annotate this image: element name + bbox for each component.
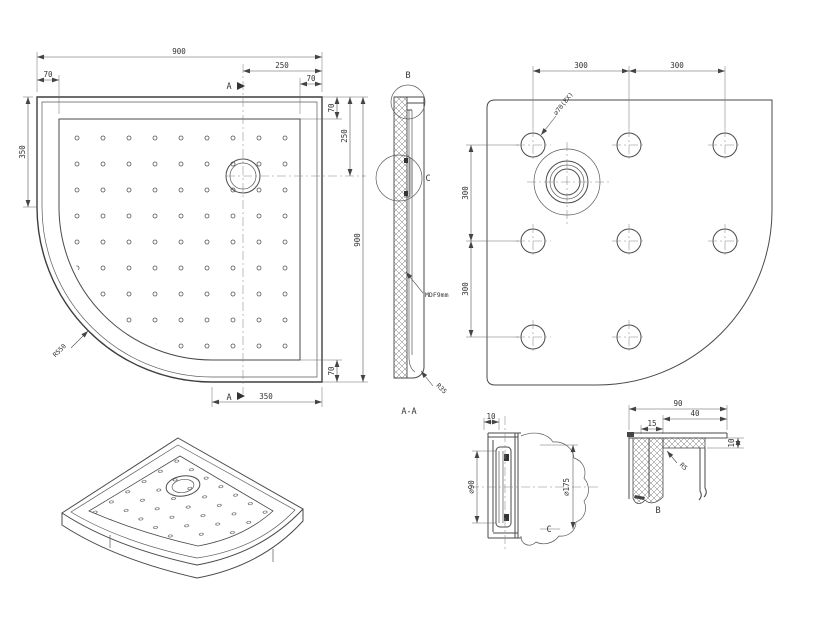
detailb-wall-hatch <box>632 437 664 504</box>
detailb-title: B <box>655 506 660 516</box>
bottom-drain <box>527 142 610 225</box>
dim-70-topright: 70 <box>306 74 316 83</box>
dim-350-bottom: 350 <box>259 392 273 401</box>
dim-overall-width: 900 <box>172 47 186 56</box>
iso-view <box>61 437 304 579</box>
iso-rim-line <box>70 444 296 559</box>
dim-300-left-1: 300 <box>461 186 470 200</box>
plan-rim-line <box>41 101 318 378</box>
detailb-dim-90: 90 <box>673 399 683 408</box>
section-arrow-bottom <box>237 392 245 400</box>
radius-r550-label: R550 <box>51 342 68 359</box>
detailc-title: C <box>546 525 551 535</box>
plan-ext-lines-right <box>300 96 368 383</box>
drain-clip-bottom <box>404 191 408 196</box>
detail-c-view: 10 ⌀90 ⌀175 C <box>467 412 600 550</box>
detailb-dim-10: 10 <box>727 438 736 448</box>
dim-70-right-bottom: 70 <box>327 366 336 376</box>
bottom-ext-left <box>466 144 519 338</box>
iso-side-wall <box>61 509 304 579</box>
detail-b-view: 90 40 15 10 R5 B <box>627 399 744 516</box>
detailb-front-face <box>698 448 707 501</box>
detailb-acrylic-top <box>629 432 728 439</box>
iso-floor <box>88 455 274 547</box>
detailb-dim-15: 15 <box>647 419 656 428</box>
dim-overall-height: 900 <box>353 233 362 247</box>
detailb-ext-top <box>628 405 728 434</box>
material-note: MDF9mm <box>425 291 449 299</box>
detail-c-circle <box>375 154 423 202</box>
iso-outer-rim <box>61 437 304 566</box>
feet-diameter-label: ⌀70(8X) <box>552 91 575 118</box>
detailc-clip-bottom <box>504 514 509 521</box>
detailc-break-cloud <box>520 432 589 546</box>
drain-crosshair <box>527 142 610 225</box>
feet-leader <box>540 115 557 136</box>
detailb-fillet-r5: R5 <box>678 461 689 472</box>
section-marker-top: A <box>226 82 231 92</box>
dim-250-right: 250 <box>340 129 349 143</box>
plan-ext-lines-top <box>36 52 323 114</box>
plan-view: 900 250 70 70 350 70 250 900 70 350 R550… <box>18 47 368 407</box>
iso-wall-seams <box>109 535 274 562</box>
bottom-outline <box>486 99 773 386</box>
dim-250-top: 250 <box>275 61 289 70</box>
detail-b-marker: B <box>405 71 410 81</box>
section-view-aa: B C MDF9mm R35 A-A <box>375 71 449 417</box>
feet-crosshairs <box>516 128 742 354</box>
detailb-flange-hatch <box>662 437 706 449</box>
detailc-dim-10: 10 <box>486 412 496 421</box>
detail-c-marker: C <box>425 174 430 184</box>
plan-outer-edge <box>36 96 323 383</box>
bottom-ext-top <box>532 66 726 128</box>
iso-drain-inner <box>171 479 195 493</box>
detailb-wall-edge <box>628 433 650 499</box>
mdf-wall-hatch <box>393 96 408 379</box>
detail-b-circle <box>390 84 426 120</box>
detailc-dim-d175: ⌀175 <box>562 478 571 496</box>
section-front-face <box>394 97 425 379</box>
section-title: A-A <box>401 407 416 417</box>
detailc-centerlines <box>470 416 600 550</box>
dim-70-right-top: 70 <box>327 103 336 113</box>
r550-leader <box>70 330 89 349</box>
section-inner-surface <box>408 110 416 373</box>
plan-inner-floor <box>58 118 301 361</box>
mdf-leader <box>405 271 424 294</box>
r35-leader <box>420 370 434 387</box>
drain-clip-top <box>404 158 408 163</box>
section-arrow-top <box>237 82 245 90</box>
detailb-dim-40: 40 <box>690 409 700 418</box>
dim-70-topleft: 70 <box>43 70 53 79</box>
detailb-ext-10 <box>707 437 744 449</box>
dim-300-left-2: 300 <box>461 282 470 296</box>
detailb-r5-leader <box>666 450 678 464</box>
section-drain-lines <box>404 155 413 198</box>
antislip-dots <box>64 124 295 355</box>
detailc-dim-d90: ⌀90 <box>467 480 476 494</box>
section-top-cap <box>394 96 424 111</box>
fillet-r35-label: R35 <box>434 382 448 396</box>
iso-drain-outer <box>165 475 201 497</box>
detailb-corner-nub <box>627 432 634 437</box>
detailc-clip-top <box>504 454 509 461</box>
dim-300-top-1: 300 <box>574 61 588 70</box>
bottom-view: 300 300 300 300 ⌀70(8X) <box>461 61 773 386</box>
dim-350-left: 350 <box>18 145 27 159</box>
section-marker-bottom: A <box>226 393 231 403</box>
detailb-bottom-mark <box>634 495 645 500</box>
feet <box>516 128 742 354</box>
detailc-body-lines <box>487 432 521 539</box>
plan-centerlines <box>226 64 366 394</box>
dim-300-top-2: 300 <box>670 61 684 70</box>
